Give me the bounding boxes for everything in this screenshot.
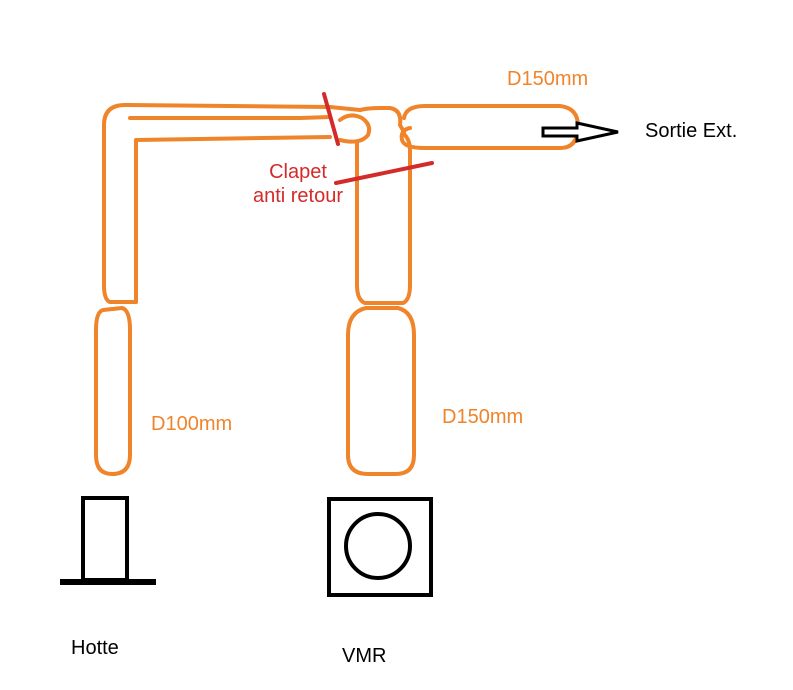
duct-label-d150-right: D150mm (442, 406, 524, 428)
vmr-icon (327, 497, 433, 597)
tee-left-cap (338, 113, 372, 144)
check-valve-label-line1: Clapet (269, 161, 327, 183)
vmr-duct-upper (355, 106, 412, 305)
exterior-outlet-label: Sortie Ext. (645, 120, 738, 142)
vmr-duct-lower (346, 306, 416, 476)
hood-label: Hotte (71, 637, 119, 659)
vmr-label: VMR (342, 645, 387, 667)
hood-icon (60, 496, 156, 585)
exterior-duct (399, 104, 580, 150)
check-valve-mark-top (322, 92, 340, 146)
hood-elbow-seam (128, 115, 332, 120)
check-valve-label: Clapet anti retour (236, 160, 360, 208)
exit-arrow-icon (541, 121, 619, 143)
check-valve-mark-bottom (334, 161, 434, 185)
duct-label-d100: D100mm (151, 413, 233, 435)
check-valve-label-line2: anti retour (252, 185, 344, 207)
hood-duct-lower (94, 306, 132, 476)
duct-label-d150-top: D150mm (507, 68, 589, 90)
